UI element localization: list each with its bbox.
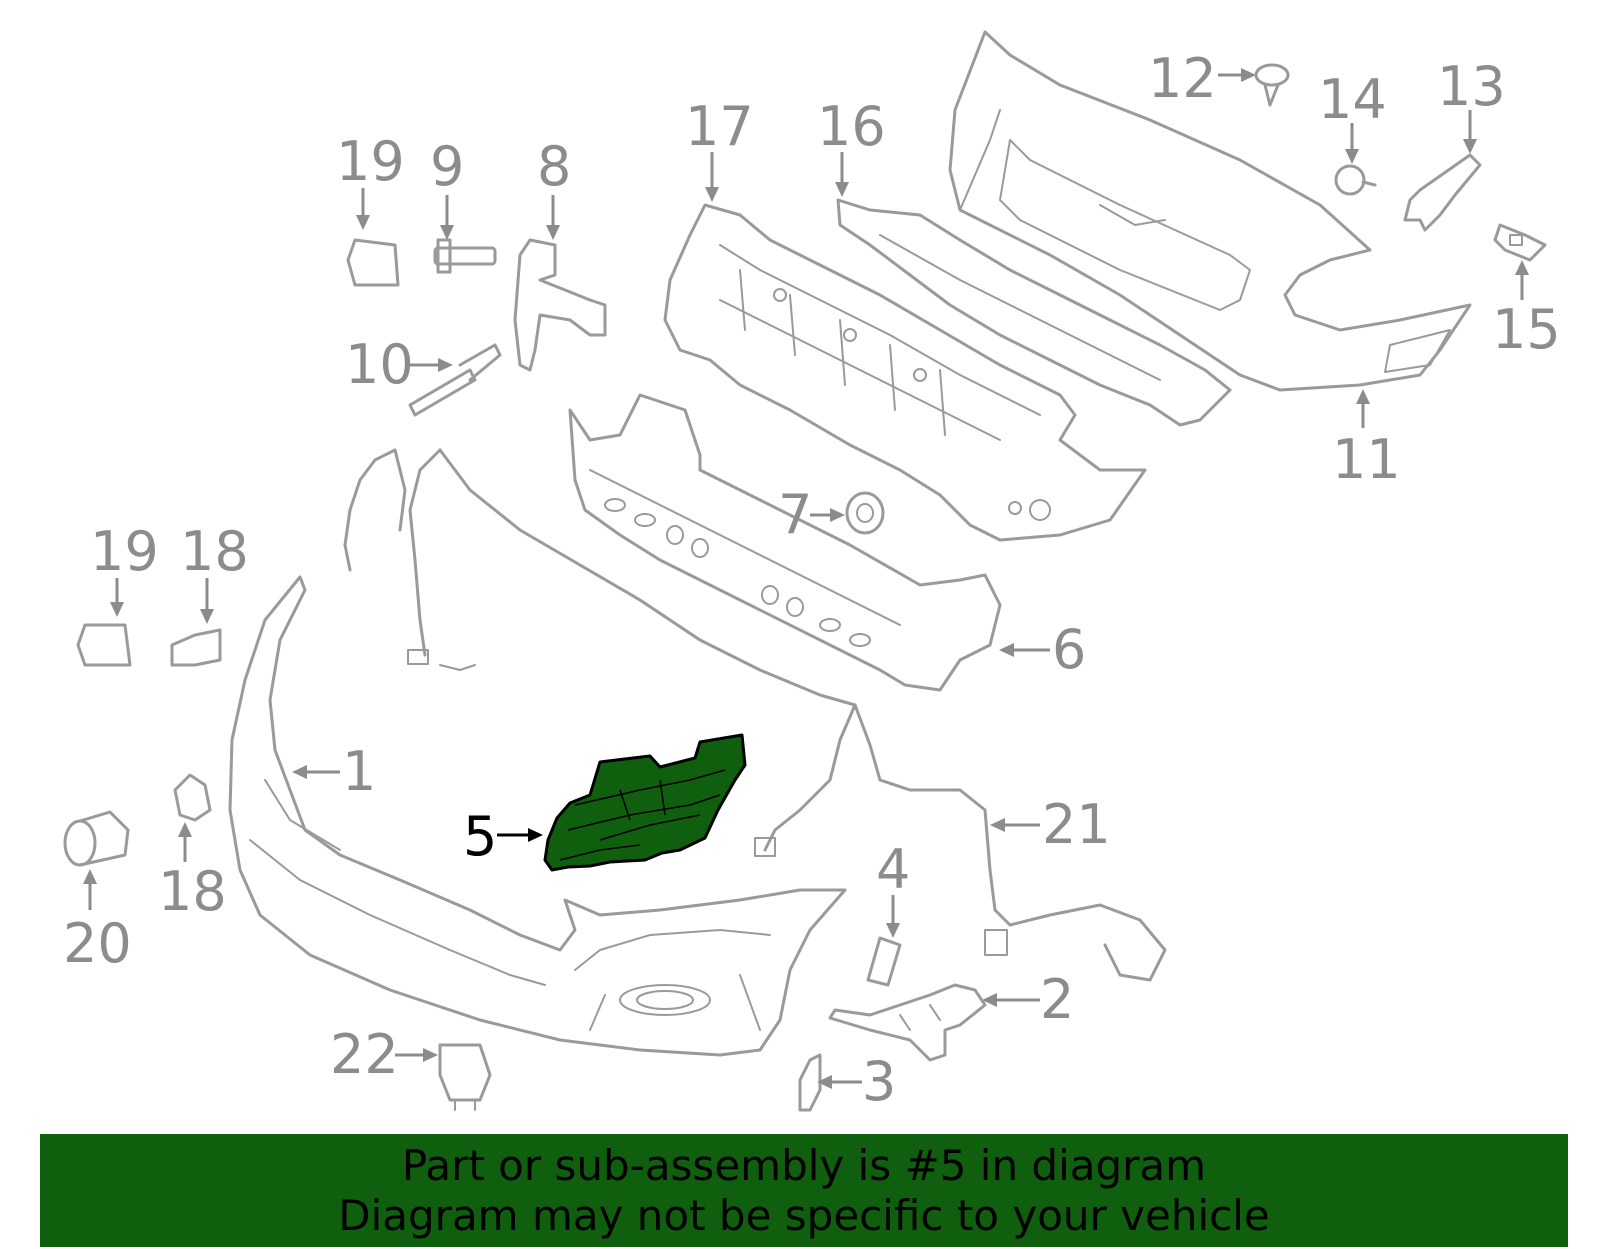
part-12-clip[interactable] (1254, 63, 1290, 107)
svg-text:1: 1 (342, 740, 376, 803)
callout-9: 9 (430, 135, 464, 240)
part-9-bolt[interactable] (433, 238, 497, 274)
callout-10: 10 (345, 333, 453, 396)
svg-text:6: 6 (1052, 618, 1086, 681)
svg-text:20: 20 (63, 912, 132, 975)
svg-text:19: 19 (336, 130, 405, 193)
part-3-clip[interactable] (798, 1053, 822, 1112)
svg-text:3: 3 (862, 1050, 896, 1113)
banner-line-2: Diagram may not be specific to your vehi… (338, 1190, 1270, 1240)
banner-line-1: Part or sub-assembly is #5 in diagram (401, 1140, 1207, 1190)
part-6-reinforcement-beam[interactable] (568, 393, 1002, 692)
svg-text:7: 7 (778, 483, 812, 546)
svg-text:22: 22 (330, 1023, 399, 1086)
part-21-wiring-harness[interactable] (343, 448, 1167, 982)
part-18-sensor-holder-lower[interactable] (173, 773, 212, 822)
callout-1: 1 (292, 740, 376, 803)
callout-18-lower: 18 (158, 822, 227, 923)
part-1-bumper-fascia[interactable] (228, 575, 847, 1057)
part-8-bracket[interactable] (513, 238, 607, 372)
svg-text:18: 18 (180, 520, 249, 583)
part-13-bracket[interactable] (1403, 153, 1482, 232)
callout-5: 5 (463, 805, 543, 868)
svg-text:8: 8 (537, 135, 571, 198)
part-17-absorber[interactable] (663, 203, 1147, 542)
svg-text:10: 10 (345, 333, 414, 396)
svg-text:13: 13 (1437, 55, 1506, 118)
part-20-sensor[interactable] (63, 810, 130, 867)
part-15-clip[interactable] (1493, 223, 1547, 262)
part-5-detail-lines (559, 769, 726, 861)
svg-text:14: 14 (1318, 68, 1387, 131)
info-banner: Part or sub-assembly is #5 in diagram Di… (40, 1134, 1568, 1247)
part-19-sensor-bezel-lower[interactable] (76, 623, 132, 667)
svg-text:12: 12 (1148, 47, 1217, 110)
svg-text:11: 11 (1332, 428, 1401, 491)
callout-15: 15 (1492, 260, 1561, 361)
svg-text:4: 4 (876, 838, 910, 901)
part-7-nut[interactable] (845, 491, 885, 535)
callout-21: 21 (990, 793, 1111, 856)
svg-text:17: 17 (685, 95, 754, 158)
callout-6: 6 (999, 618, 1086, 681)
svg-text:21: 21 (1042, 793, 1111, 856)
callout-22: 22 (330, 1023, 438, 1086)
part-4-clip[interactable] (866, 936, 902, 987)
callout-17: 17 (685, 95, 754, 202)
svg-text:9: 9 (430, 135, 464, 198)
part-11-upper-bumper-cover[interactable] (948, 30, 1472, 392)
callout-20: 20 (63, 869, 132, 975)
part-19-sensor-bezel-upper[interactable] (346, 238, 400, 287)
part-14-clip[interactable] (1334, 164, 1377, 196)
svg-text:18: 18 (158, 860, 227, 923)
callout-14: 14 (1318, 68, 1387, 164)
part-10-push-pin[interactable] (408, 343, 502, 417)
callout-19-lower: 19 (90, 520, 159, 617)
callout-16: 16 (817, 95, 886, 197)
callout-18-upper: 18 (180, 520, 249, 624)
part-5-highlighted-bracket[interactable] (543, 733, 747, 872)
svg-text:5: 5 (463, 805, 497, 868)
part-16-trim-strip[interactable] (836, 198, 1232, 427)
svg-text:2: 2 (1040, 968, 1074, 1031)
callout-19-upper: 19 (336, 130, 405, 230)
part-18-sensor-holder-upper[interactable] (170, 628, 222, 667)
callout-7: 7 (778, 483, 845, 546)
callout-8: 8 (537, 135, 571, 240)
svg-text:16: 16 (817, 95, 886, 158)
callout-4: 4 (876, 838, 910, 938)
callout-12: 12 (1148, 47, 1256, 110)
svg-text:19: 19 (90, 520, 159, 583)
part-22-connector[interactable] (438, 1043, 492, 1111)
part-2-bracket[interactable] (828, 983, 987, 1062)
part-5-shape (543, 733, 747, 872)
callout-13: 13 (1437, 55, 1506, 154)
callout-2: 2 (982, 968, 1074, 1031)
svg-text:15: 15 (1492, 298, 1561, 361)
callout-3: 3 (817, 1050, 896, 1113)
callout-11: 11 (1332, 389, 1401, 491)
